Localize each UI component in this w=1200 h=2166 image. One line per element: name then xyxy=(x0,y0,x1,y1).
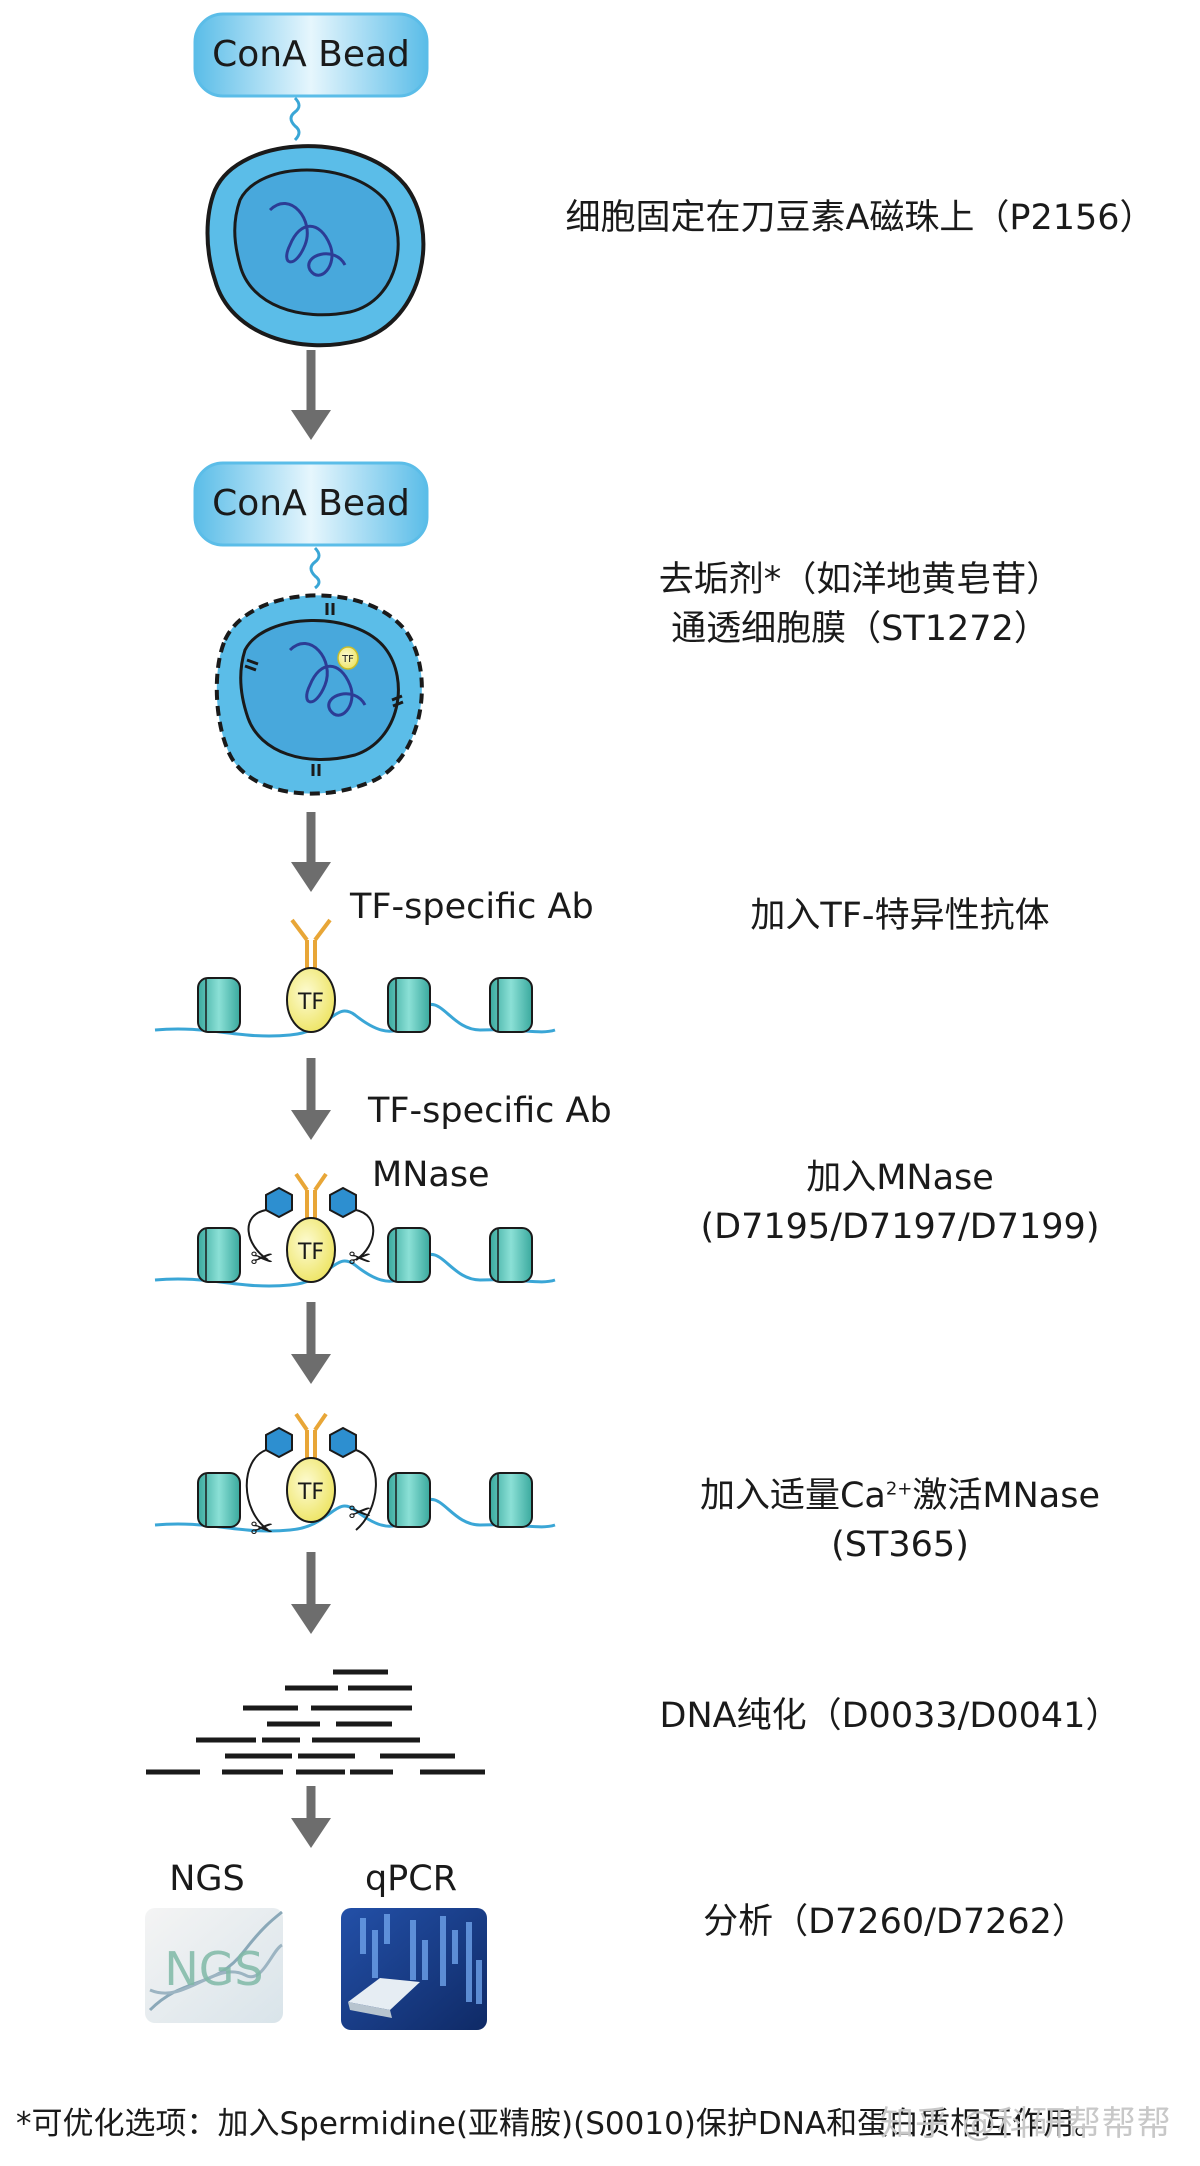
scissors-icon: ✂ xyxy=(348,1242,371,1275)
antibody xyxy=(294,1412,328,1458)
tf-small-label: TF xyxy=(341,654,354,665)
nucleosome xyxy=(197,1227,241,1283)
arrow-2-head xyxy=(291,862,331,892)
antibody xyxy=(290,918,332,968)
step-6-label: DNA纯化（D0033/D0041） xyxy=(600,1692,1180,1741)
qpcr-label: qPCR xyxy=(365,1859,457,1899)
step-2-label: 去垢剂*（如洋地黄皂苷） 通透细胞膜（ST1272） xyxy=(560,556,1160,654)
ngs-image-text: NGS xyxy=(164,1942,263,1996)
dna-fragments xyxy=(146,1669,485,1775)
nucleosome xyxy=(387,1472,431,1528)
step-5-superscript: 2+ xyxy=(885,1478,913,1500)
antibody-label-1: TF-specific Ab xyxy=(349,887,594,927)
scissors-icon: ✂ xyxy=(348,1496,371,1529)
bead-2-label: ConA Bead xyxy=(212,483,410,524)
chromatin-step-5: ✂ ✂ TF xyxy=(154,1412,556,1545)
mnase-shape xyxy=(265,1186,293,1219)
nucleosome xyxy=(489,1227,533,1283)
mnase-shape xyxy=(329,1426,357,1459)
qpcr-image xyxy=(341,1908,487,2030)
step-7-label: 分析（D7260/D7262） xyxy=(610,1898,1180,1947)
tf xyxy=(286,1217,336,1283)
step-3-label: 加入TF-特异性抗体 xyxy=(610,892,1190,941)
ngs-image: NGS xyxy=(145,1908,283,2023)
nucleosome xyxy=(489,977,533,1033)
step-7-line-1: 分析（D7260/D7262） xyxy=(703,1902,1087,1942)
ngs-label: NGS xyxy=(169,1859,245,1899)
scissors-icon: ✂ xyxy=(250,1512,273,1545)
bead-1: ConA Bead xyxy=(193,12,429,98)
nucleosome xyxy=(387,977,431,1033)
arrow-1-head xyxy=(291,410,331,440)
tf-label-3: TF xyxy=(297,990,324,1015)
nucleosome xyxy=(197,1472,241,1528)
step-1-line-1: 细胞固定在刀豆素A磁珠上（P2156） xyxy=(565,198,1155,238)
antibody-label-2: TF-specific Ab xyxy=(367,1091,612,1131)
tf-label-4: TF xyxy=(297,1240,324,1265)
bead-2: ConA Bead xyxy=(193,461,429,547)
arrow-5-head xyxy=(291,1604,331,1634)
nucleosome xyxy=(489,1472,533,1528)
step-2-line-1: 去垢剂*（如洋地黄皂苷） xyxy=(658,560,1062,600)
step-4-line-1: 加入MNase xyxy=(806,1158,994,1198)
arrow-4-head xyxy=(291,1354,331,1384)
antibody xyxy=(294,1172,328,1218)
tether-2 xyxy=(309,546,321,590)
cell-intact xyxy=(205,144,426,348)
bead-1-label: ConA Bead xyxy=(212,34,410,75)
mnase-label: MNase xyxy=(372,1155,490,1195)
step-5-line-2: (ST365) xyxy=(831,1525,969,1565)
step-5-line-1: 加入适量Ca2+激活MNase xyxy=(620,1472,1180,1521)
step-4-line-2: (D7195/D7197/D7199) xyxy=(700,1207,1100,1247)
nucleosome xyxy=(387,1227,431,1283)
tf xyxy=(286,1457,336,1523)
scissors-icon: ✂ xyxy=(250,1242,273,1275)
cell-permeabilized: TF xyxy=(214,593,424,796)
step-6-line-1: DNA纯化（D0033/D0041） xyxy=(659,1696,1121,1736)
arrow-3-head xyxy=(291,1110,331,1140)
step-1-label: 细胞固定在刀豆素A磁珠上（P2156） xyxy=(540,194,1180,243)
step-5-prefix: 加入适量Ca xyxy=(699,1476,886,1516)
tf-label-5: TF xyxy=(297,1480,324,1505)
tf xyxy=(286,967,336,1033)
watermark: 知乎 @科研帮帮帮 xyxy=(880,2104,1172,2144)
nucleosome xyxy=(197,977,241,1033)
step-2-line-2: 通透细胞膜（ST1272） xyxy=(671,609,1049,649)
tether-1 xyxy=(289,96,301,142)
arrow-6-head xyxy=(291,1818,331,1848)
chromatin-step-4: ✂ ✂ TF xyxy=(154,1172,556,1288)
step-5-label: 加入适量Ca2+激活MNase (ST365) xyxy=(620,1472,1180,1570)
chromatin-step-3: TF xyxy=(154,918,556,1038)
mnase-shape xyxy=(329,1186,357,1219)
step-4-label: 加入MNase (D7195/D7197/D7199) xyxy=(620,1154,1180,1252)
tf-small xyxy=(337,646,359,670)
step-3-line-1: 加入TF-特异性抗体 xyxy=(750,896,1050,936)
footnote: *可优化选项：加入Spermidine(亚精胺)(S0010)保护DNA和蛋白质… xyxy=(16,2106,1106,2142)
step-5-suffix: 激活MNase xyxy=(912,1476,1101,1516)
mnase-shape xyxy=(265,1426,293,1459)
